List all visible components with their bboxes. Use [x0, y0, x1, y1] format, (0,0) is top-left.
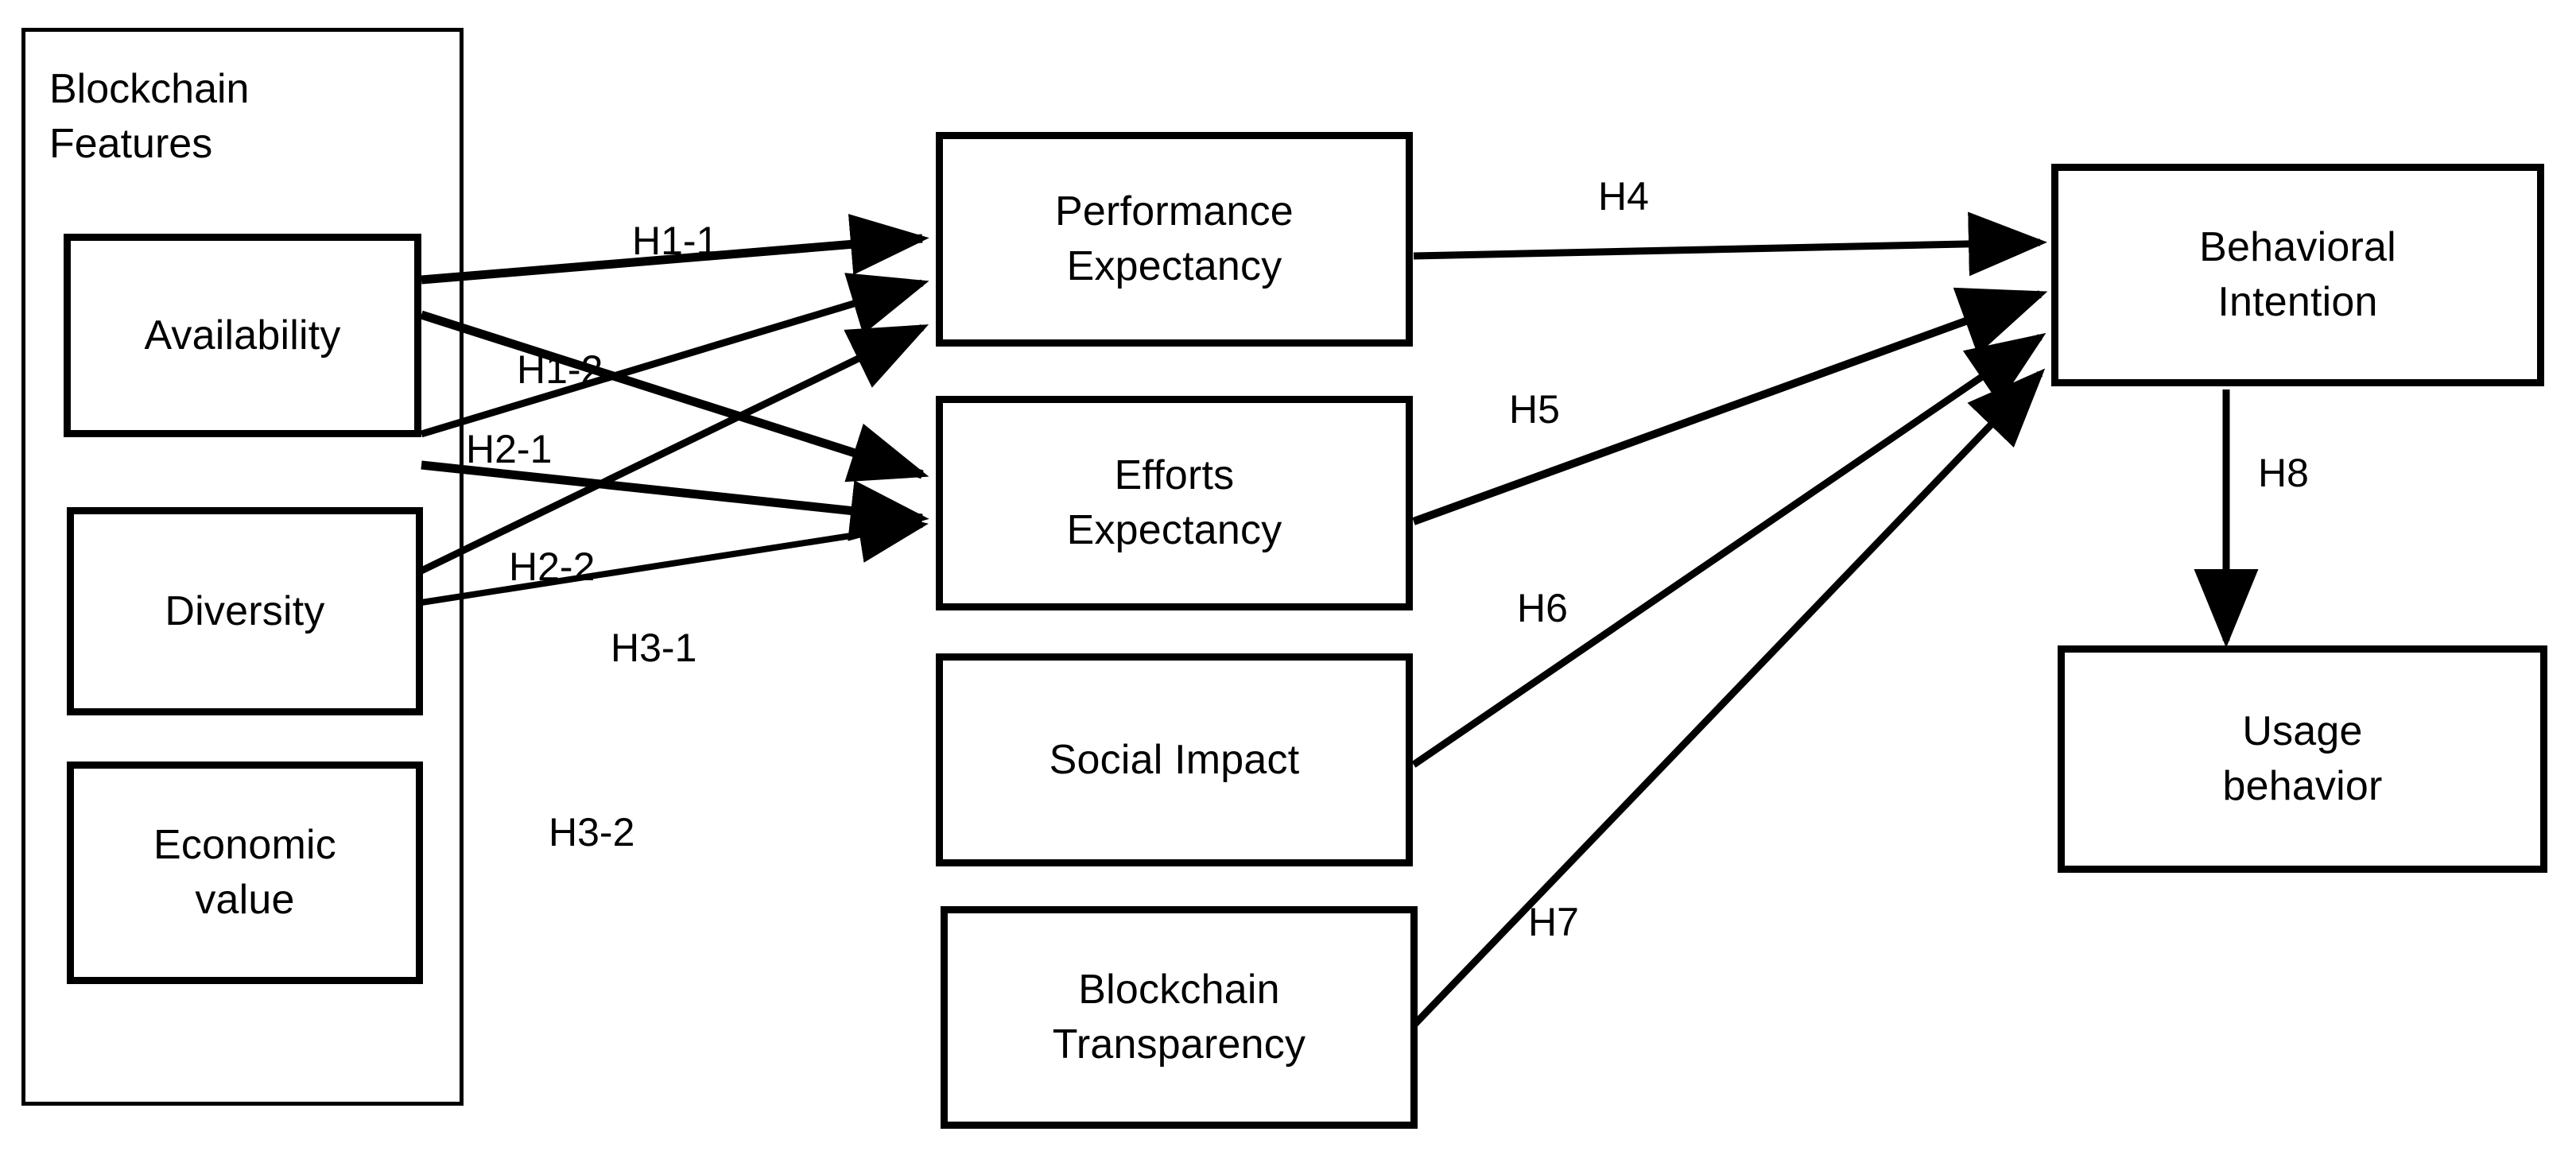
- node-performance-expectancy-label: Performance Expectancy: [1055, 188, 1294, 289]
- node-diversity[interactable]: Diversity: [67, 507, 423, 715]
- edge-label-h1-1: H1-1: [632, 219, 719, 263]
- node-efforts-expectancy[interactable]: Efforts Expectancy: [936, 396, 1413, 610]
- edge-h2-1: [420, 273, 929, 438]
- node-diversity-label: Diversity: [165, 587, 325, 634]
- edge-label-h8: H8: [2258, 451, 2309, 495]
- node-economic-value[interactable]: Economic value: [67, 762, 423, 984]
- edge-h4: [1413, 211, 2047, 277]
- edge-label-h6: H6: [1517, 586, 1568, 630]
- node-blockchain-transparency[interactable]: Blockchain Transparency: [941, 906, 1418, 1129]
- edge-label-h7: H7: [1528, 900, 1579, 944]
- node-blockchain-transparency-label: Blockchain Transparency: [1052, 967, 1306, 1068]
- edge-h3-2: [421, 506, 929, 606]
- edge-h7: [1410, 368, 2046, 1029]
- node-economic-value-label: Economic value: [153, 822, 336, 923]
- edge-label-h4: H4: [1598, 174, 1649, 219]
- edge-label-h2-1: H2-1: [466, 427, 553, 471]
- edge-label-h2-2: H2-2: [509, 544, 596, 589]
- edge-h2-2: [421, 460, 929, 541]
- node-behavioral-intention[interactable]: Behavioral Intention: [2051, 164, 2544, 386]
- edge-label-h3-1: H3-1: [611, 626, 697, 670]
- edge-label-h1-2: H1-2: [517, 347, 603, 392]
- node-efforts-expectancy-label: Efforts Expectancy: [1066, 452, 1282, 553]
- edge-label-h3-2: H3-2: [549, 810, 635, 855]
- node-social-impact[interactable]: Social Impact: [936, 653, 1413, 866]
- node-usage-behavior[interactable]: Usage behavior: [2058, 645, 2547, 873]
- edge-h6: [1411, 332, 2046, 768]
- node-performance-expectancy[interactable]: Performance Expectancy: [936, 132, 1413, 347]
- blockchain-features-title: Blockchain Features: [49, 66, 250, 167]
- node-availability[interactable]: Availability: [64, 234, 421, 437]
- edge-h5: [1412, 287, 2048, 525]
- node-social-impact-label: Social Impact: [1049, 736, 1300, 783]
- edge-label-h5: H5: [1509, 387, 1560, 432]
- node-behavioral-intention-label: Behavioral Intention: [2199, 224, 2396, 325]
- node-usage-behavior-label: Usage behavior: [2222, 708, 2383, 809]
- node-availability-label: Availability: [144, 312, 341, 358]
